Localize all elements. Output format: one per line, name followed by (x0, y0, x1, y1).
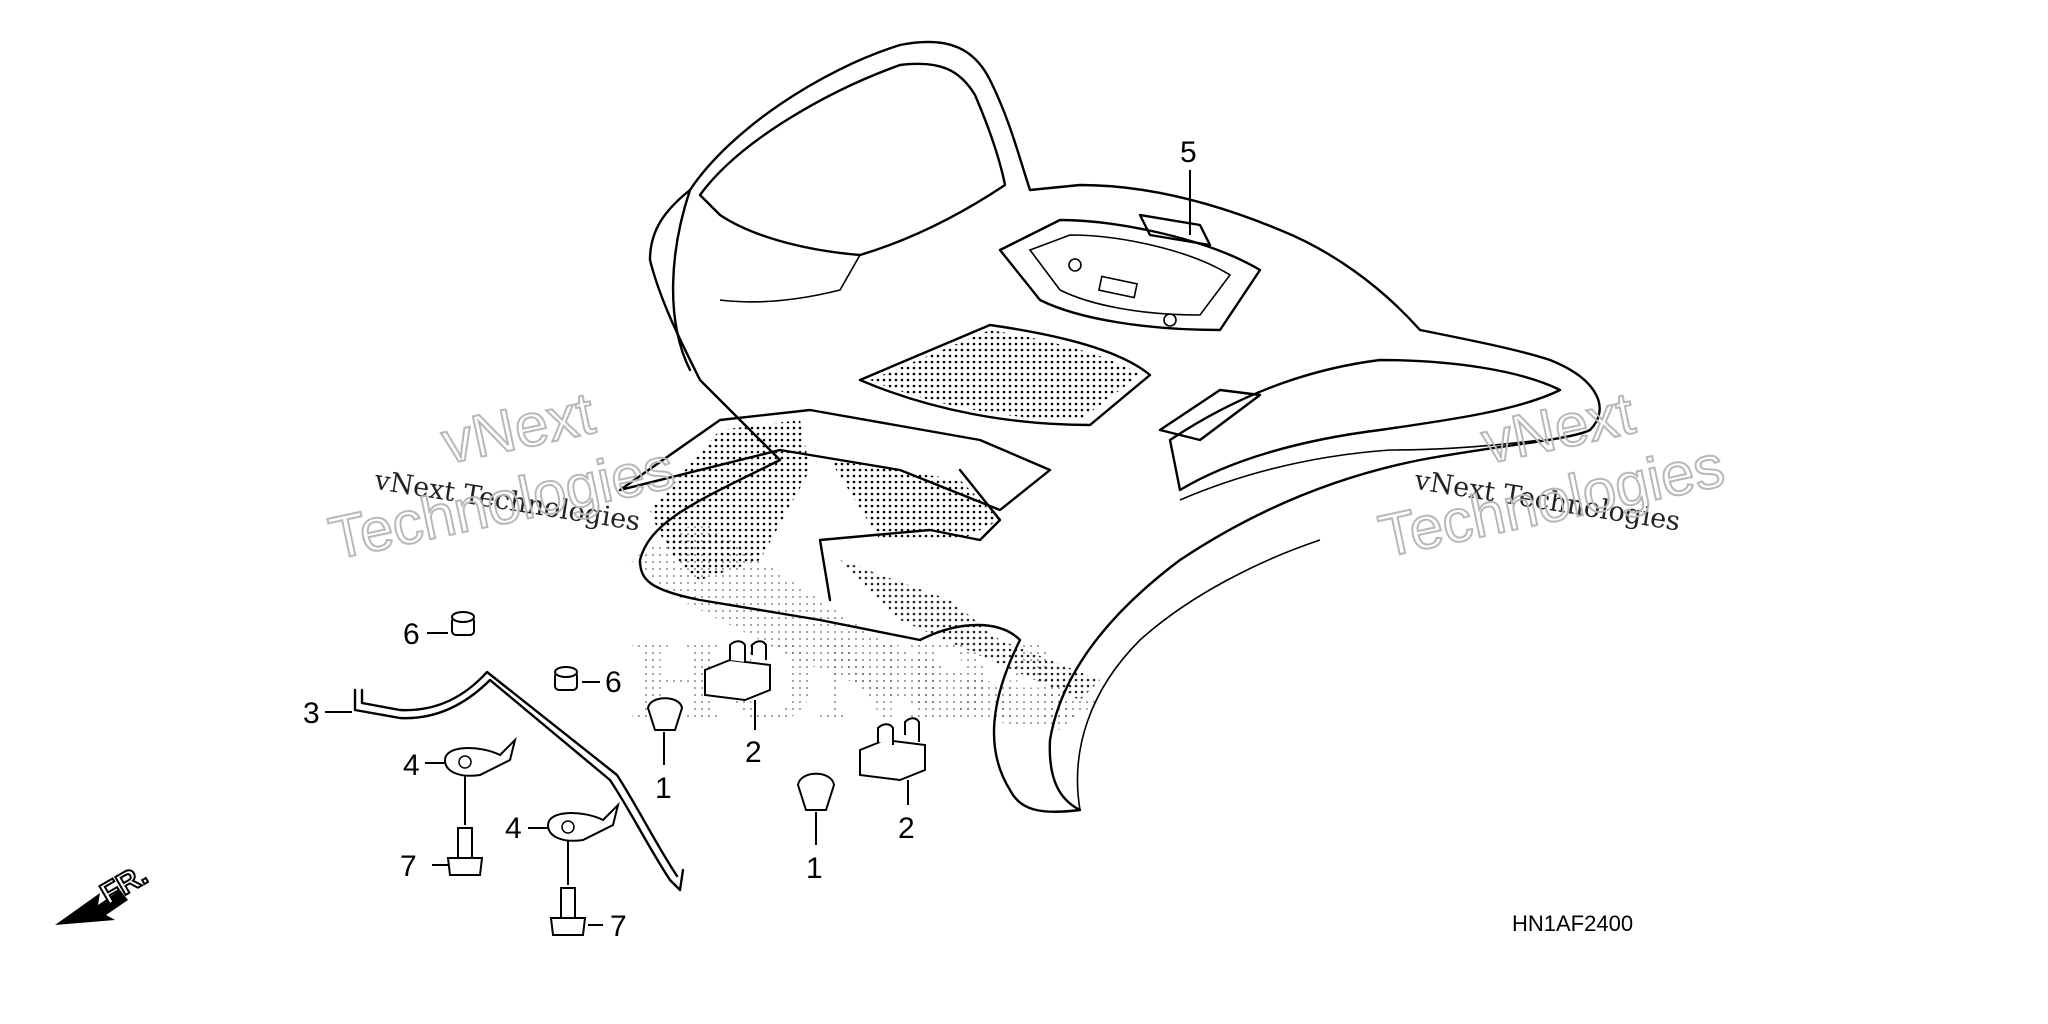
emblem-badge (1138, 213, 1212, 247)
part-1-bumper-b (796, 772, 836, 811)
watermark-right-big: vNext Technologies (1372, 378, 1731, 571)
part-6-grommet-b (554, 666, 578, 691)
part-4-clamp-b (546, 801, 620, 842)
callout-1-b: 1 (806, 852, 823, 885)
part-1-bumper-a (646, 697, 684, 731)
front-direction-indicator: FR. (55, 857, 154, 925)
part-7-bolt-a (446, 827, 484, 876)
callout-2-a: 2 (745, 736, 762, 769)
callout-4-b: 4 (505, 812, 522, 845)
callout-3: 3 (303, 697, 320, 730)
callout-2-b: 2 (898, 812, 915, 845)
part-4-clamp-a (443, 736, 517, 777)
callout-6-b: 6 (605, 666, 622, 699)
callout-4-a: 4 (403, 749, 420, 782)
callout-6-a: 6 (403, 618, 420, 651)
rear-fender (618, 40, 1601, 813)
callout-7-a: 7 (400, 850, 417, 883)
callout-5: 5 (1180, 136, 1197, 169)
callout-7-b: 7 (610, 910, 627, 943)
callout-1-a: 1 (655, 772, 672, 805)
part-6-grommet-a (451, 611, 475, 636)
part-7-bolt-b (549, 887, 587, 936)
diagram-code: HN1AF2400 (1512, 911, 1633, 936)
part-2-block-b (859, 717, 926, 782)
part-2-block-a (704, 640, 771, 702)
watermark-left-big: vNext Technologies (322, 378, 681, 573)
part-3-rod (353, 670, 685, 892)
